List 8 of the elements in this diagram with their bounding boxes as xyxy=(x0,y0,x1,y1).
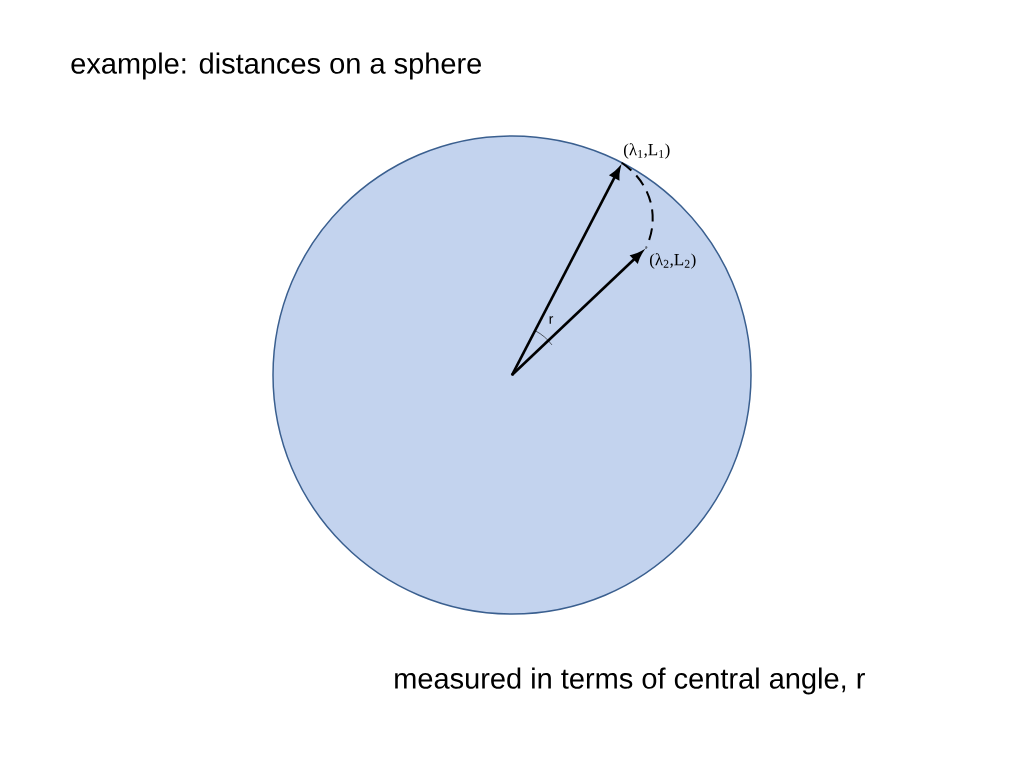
title: example: distances on a sphere xyxy=(71,52,481,80)
angle-label: r xyxy=(549,316,554,324)
arrow xyxy=(511,251,643,376)
point-label: (λ$_{1}$,L$_{1}$) xyxy=(623,143,670,159)
point-label: (λ$_{2}$,L$_{2}$) xyxy=(649,253,696,269)
sphere-circle xyxy=(272,135,752,615)
arrow xyxy=(510,167,621,376)
caption: measured in terms of central angle, r xyxy=(395,667,865,695)
